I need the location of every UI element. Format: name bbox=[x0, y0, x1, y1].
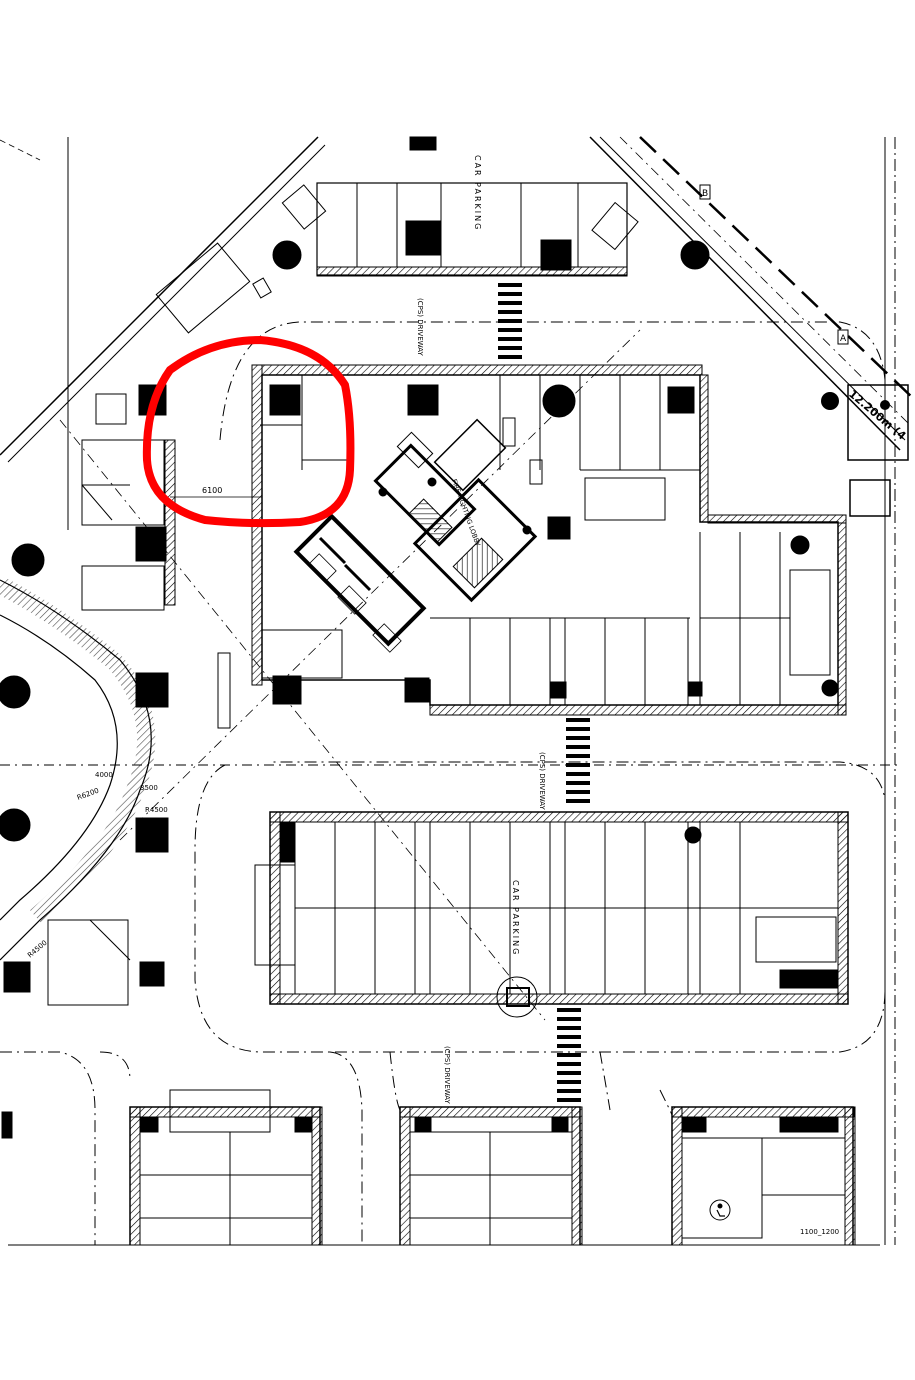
section-a-label: A bbox=[840, 334, 847, 344]
frame-lines bbox=[0, 137, 900, 1246]
diagonal-boundaries bbox=[0, 136, 915, 1021]
driveway-label-bottom: (CPS) DRIVEWAY bbox=[443, 1046, 451, 1105]
zebra-crossing-top bbox=[498, 283, 522, 359]
zebra-crossing-bottom bbox=[557, 1008, 581, 1102]
section-b-label: B bbox=[702, 189, 708, 199]
dimension-6100: 6100 bbox=[202, 486, 222, 495]
building-core bbox=[293, 417, 543, 647]
driveway-label-mid: (CPS) DRIVEWAY bbox=[538, 752, 546, 811]
lift-icon bbox=[307, 553, 402, 653]
dimension-3500: 3500 bbox=[140, 784, 158, 792]
car-parking-label-top: CAR PARKING bbox=[473, 155, 482, 231]
middle-parking-block bbox=[254, 811, 849, 1018]
zebra-crossing-mid bbox=[566, 718, 590, 803]
main-building bbox=[251, 364, 847, 716]
red-highlight-circle bbox=[142, 335, 355, 528]
curved-ramp bbox=[0, 577, 156, 961]
bottom-parking-blocks bbox=[1, 1089, 856, 1246]
section-markers bbox=[699, 184, 849, 345]
dimension-r6200: R6200 bbox=[76, 787, 100, 802]
trees bbox=[821, 392, 890, 410]
dimension-4000: 4000 bbox=[95, 771, 113, 779]
dimension-r4500: R4500 bbox=[145, 806, 168, 814]
dimension-1100-1200: 1100_1200 bbox=[800, 1228, 839, 1236]
top-parking-block bbox=[155, 136, 710, 334]
disabled-parking-icon bbox=[709, 1199, 731, 1221]
boundary-dimension-box bbox=[847, 384, 909, 517]
car-parking-label-mid: CAR PARKING bbox=[511, 880, 520, 956]
dimension-12200: 12.200m (4 bbox=[846, 387, 909, 442]
dimension-r4500-bottom: R4500 bbox=[26, 939, 49, 960]
road-outlines bbox=[0, 321, 886, 1245]
left-structures bbox=[0, 384, 231, 1006]
driveway-label-top: (CPS) DRIVEWAY bbox=[416, 298, 424, 357]
